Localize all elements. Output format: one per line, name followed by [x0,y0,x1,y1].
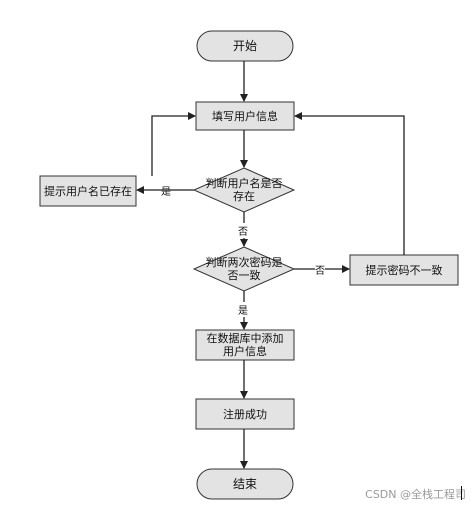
no-label-passwords: 否 [315,262,325,277]
arrow-password-mismatch-back [294,112,405,255]
no-label-username: 否 [238,223,248,238]
register-success-box [195,398,295,430]
text-cursor [461,486,462,500]
add-to-db-box [195,329,295,361]
start-terminal [196,30,294,62]
password-mismatch-box [349,254,459,286]
username-exists-box [39,175,137,207]
fill-info-box [195,101,295,131]
arrow-username-exists-back [151,112,196,176]
end-terminal [196,468,294,500]
yes-label-username: 是 [161,187,171,198]
yes-label-passwords: 是 [238,302,248,317]
watermark-text: CSDN @全栈工程司 [365,488,466,501]
check-username-diamond [192,167,296,213]
check-passwords-diamond [192,246,296,292]
